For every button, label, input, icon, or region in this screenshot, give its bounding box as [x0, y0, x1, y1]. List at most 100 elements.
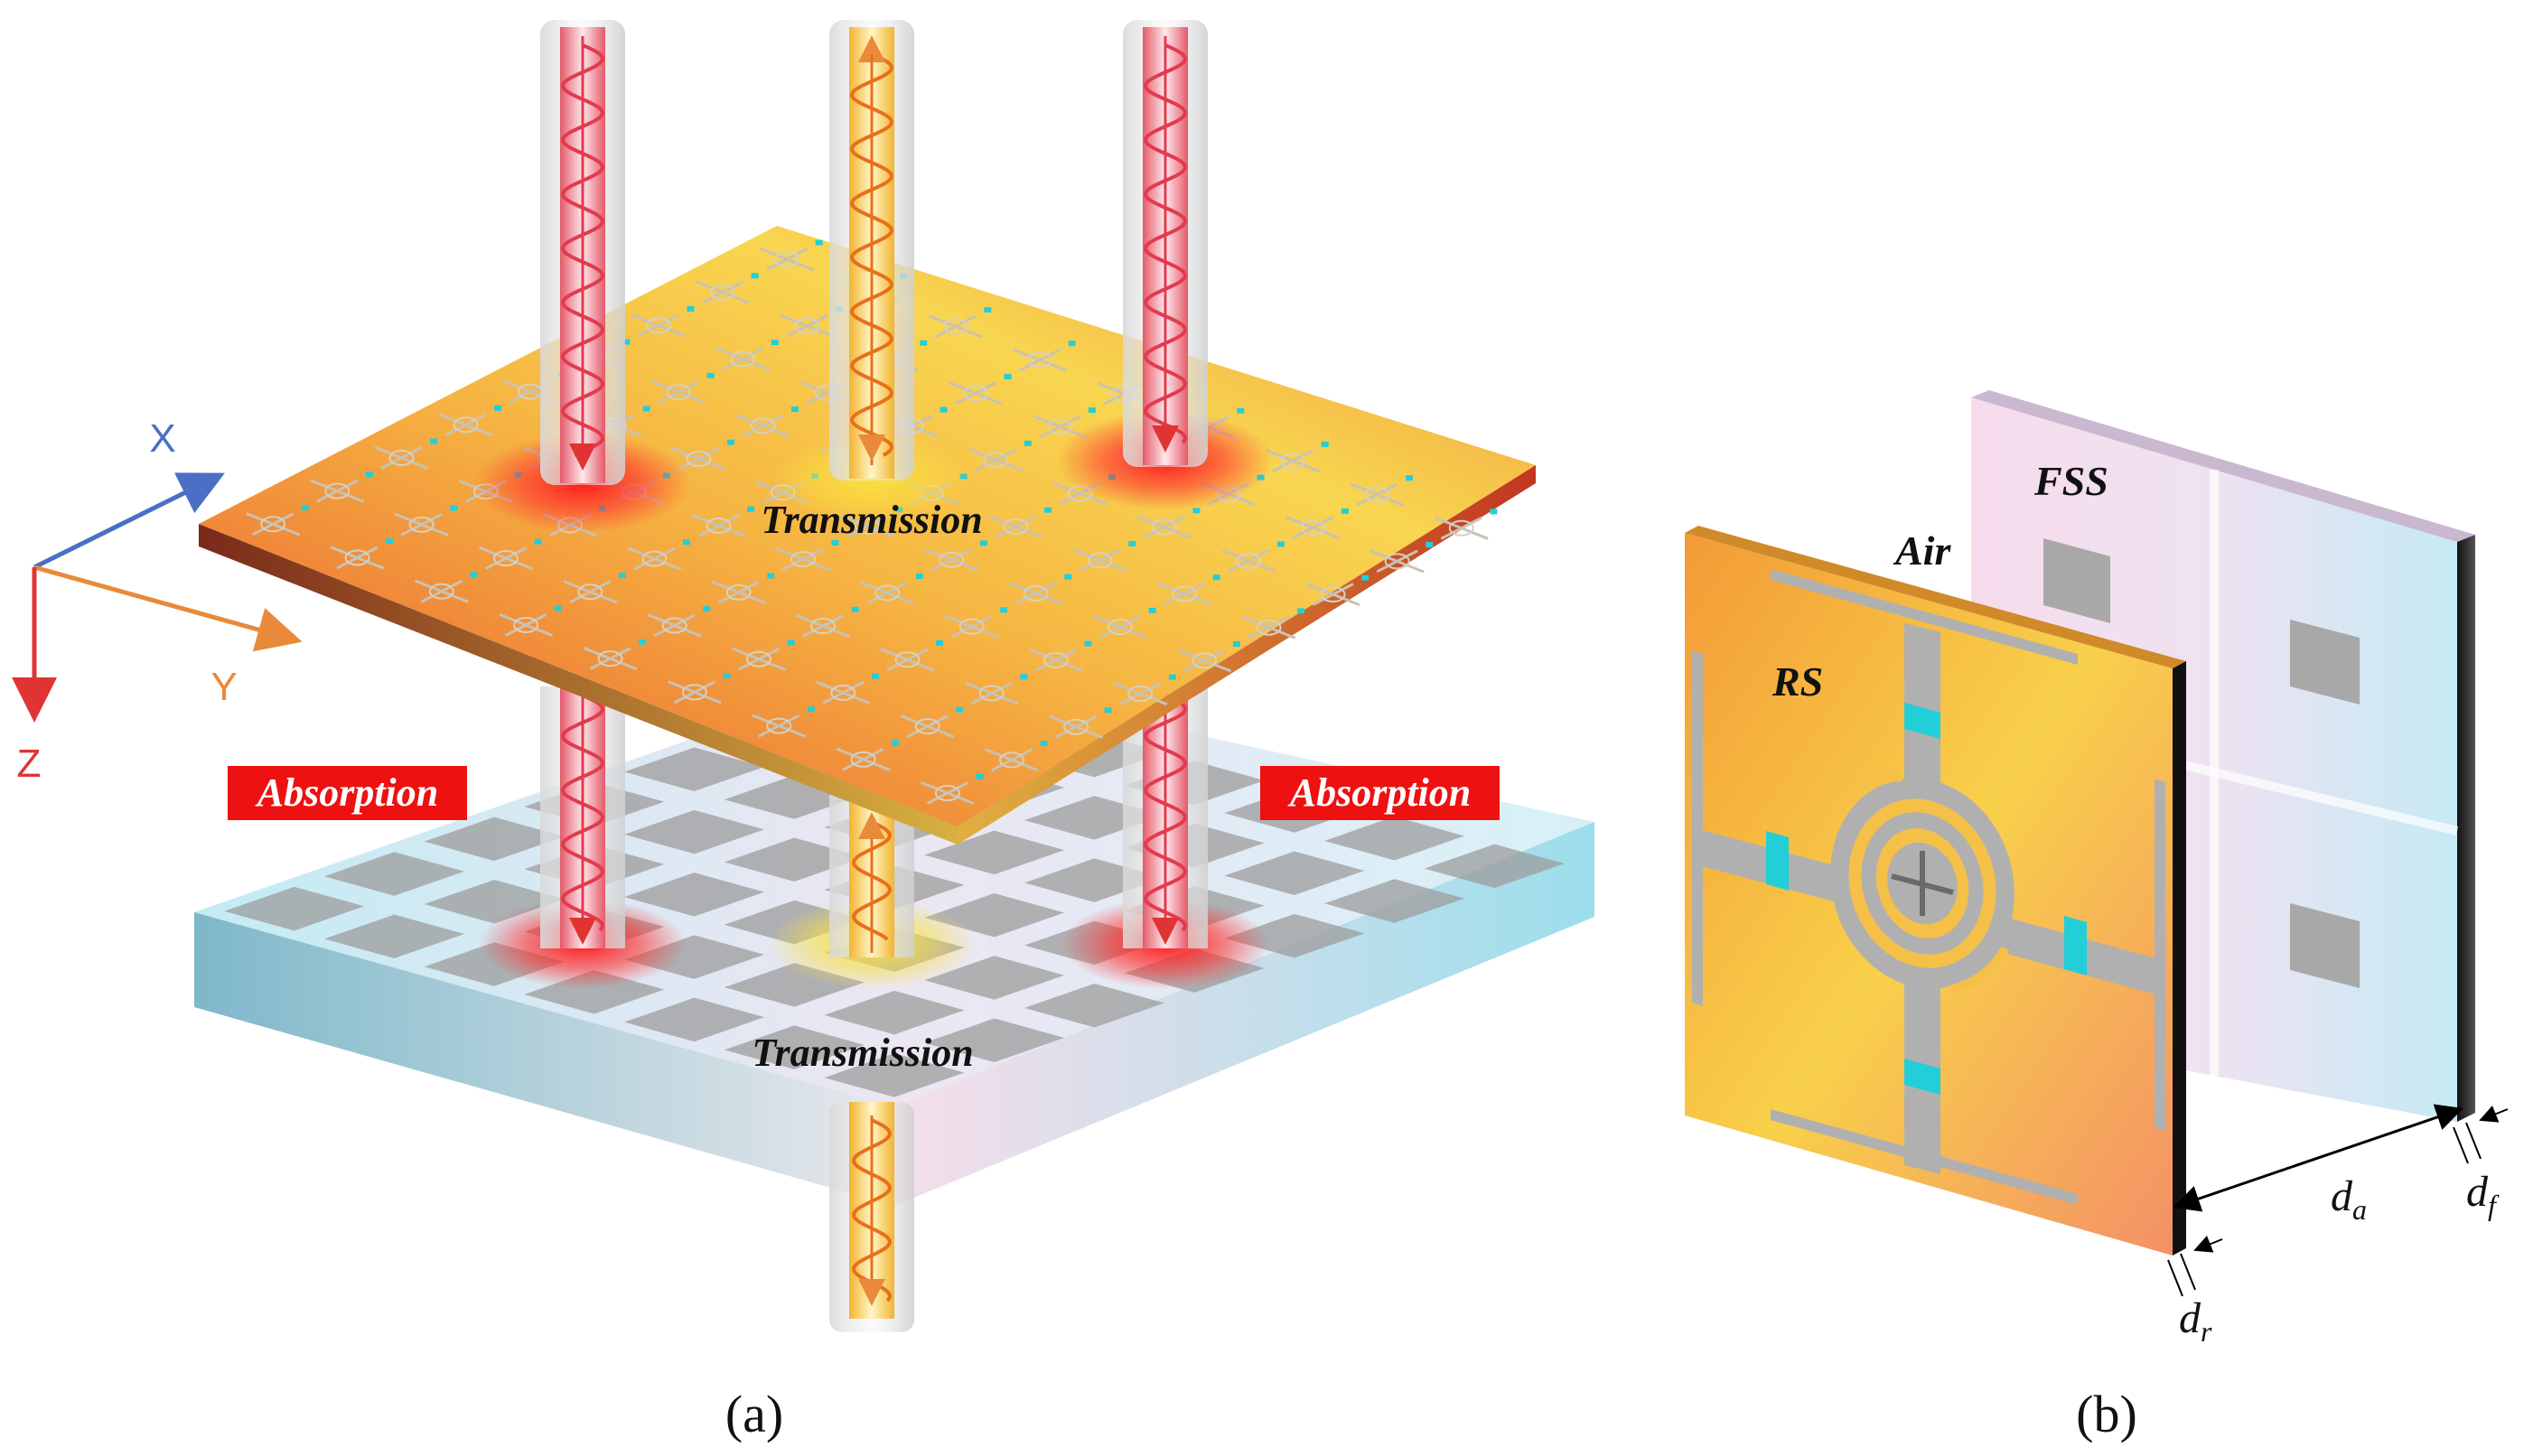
rs-cell-resonator [706, 517, 732, 534]
beam-left-upper [540, 20, 625, 485]
beam-right-upper [1123, 20, 1208, 467]
beam-middle-lower [829, 795, 914, 957]
rs-cell-resistor [1192, 508, 1201, 514]
rs-cell-resistor [703, 606, 711, 612]
fss-patch-1 [2043, 538, 2110, 623]
rs-cell-slot [499, 612, 554, 638]
rs-cell-resistor [642, 406, 650, 412]
rs-cell-resistor [534, 538, 542, 545]
rs-cell-slot [1266, 449, 1321, 473]
rs-cell-resonator [1236, 552, 1262, 569]
rs-cell-resistor [1064, 574, 1072, 580]
rs-cell-resistor [1426, 542, 1434, 548]
rs-cell-resistor [386, 538, 394, 545]
rs-cell-slot [310, 479, 365, 503]
air-label: Air [1893, 527, 1951, 574]
rs-t-bottom [1771, 1109, 2078, 1205]
rs-cell-slot [1049, 714, 1104, 739]
absorption-label-right: Absorption [1287, 770, 1472, 815]
rs-cell-resonator [661, 617, 687, 634]
rs-cell-resonator [725, 583, 752, 601]
rs-cell-slot [1052, 481, 1108, 506]
rs-cell-resonator [1087, 552, 1113, 569]
rs-label: RS [1771, 658, 1823, 705]
rs-cell-resistor [1024, 440, 1032, 446]
rs-cell-resonator [681, 684, 707, 701]
rs-cell-resistor [1068, 341, 1076, 347]
rs-cell-slot [1136, 515, 1192, 539]
rs-cell-resistor [787, 639, 795, 646]
rs-cell-slot [671, 446, 726, 471]
rs-cell-resistor [815, 239, 823, 246]
fss-patch-3 [2290, 903, 2360, 988]
rs-cell-resistor [1044, 507, 1052, 513]
rs-cell-resistor [1040, 741, 1048, 747]
rs-cell-resonator [1320, 586, 1346, 603]
fss-patch [624, 747, 765, 792]
rs-cell-resonator [428, 583, 454, 600]
rs-cell-resonator [810, 618, 837, 635]
rs-cell-resistor [956, 706, 964, 713]
fss-patch [323, 852, 464, 896]
rs-cell-slot [735, 414, 790, 438]
fss-patch [924, 830, 1065, 875]
rs-cell-resonator [408, 516, 435, 533]
rs-cell-resistor [622, 339, 631, 345]
rs-cell-resonator [1108, 619, 1133, 636]
rs-cell-slot [900, 714, 955, 739]
rs-cell-slot [583, 647, 638, 671]
fss-patch [1224, 851, 1365, 896]
fss-label: FSS [2033, 458, 2108, 504]
rs-cell-grid [246, 239, 1498, 806]
rs-cell-resistor [554, 605, 562, 611]
rs-cell-slot [414, 579, 469, 603]
rs-cell-resistor [767, 573, 775, 579]
rs-cell-resonator [794, 317, 820, 334]
rs-t-right [2155, 779, 2165, 1131]
dimension-df: df [2453, 1106, 2509, 1221]
rs-cell-resonator [830, 684, 856, 701]
rs-cell-resonator [1127, 686, 1154, 703]
dim-da-sub: a [2352, 1193, 2367, 1226]
rs-cell-slot [1093, 615, 1147, 639]
rs-cell-slot [1285, 516, 1341, 540]
rs-cell-slot [1028, 648, 1083, 672]
rs-cell-resonator [1172, 585, 1198, 602]
rs-cell-resistor [791, 406, 799, 413]
rs-cell-slot [988, 514, 1043, 539]
rs-cell-resonator [388, 449, 415, 466]
rs-cell-resonator [1003, 518, 1029, 536]
dimension-da: da [2173, 1104, 2463, 1226]
fss-patch [824, 990, 965, 1035]
transmission-label-top: Transmission [761, 498, 982, 542]
fss-patch-2 [2290, 620, 2360, 705]
fss-patch [624, 873, 765, 917]
rs-cell-slot [732, 647, 786, 671]
fss-patch [624, 809, 765, 854]
rs-cell-resistor [1237, 407, 1245, 414]
rs-cell-resistor [979, 540, 987, 546]
rs-cell-slot [1241, 615, 1296, 639]
rs-cell-slot [1013, 348, 1068, 372]
beam-left-lower [540, 686, 625, 948]
rs-cell-resonator [750, 417, 776, 434]
beam-middle-bottom [829, 1102, 914, 1332]
rs-cell-slot [1370, 549, 1425, 574]
rs-cell-resistor [1341, 508, 1349, 514]
rs-cell-resistor [1406, 475, 1413, 481]
dim-dr-base: d [2179, 1294, 2201, 1342]
rs-cell-slot [394, 512, 449, 537]
rs-cell-resonator [894, 651, 921, 668]
rs-cell-slot [330, 546, 385, 570]
rs-cell-slot [438, 413, 493, 437]
fss-patch [1324, 816, 1465, 861]
dim-da-base: d [2331, 1172, 2353, 1220]
fss-patch [924, 1018, 1065, 1063]
rs-cell-resonator [1151, 518, 1177, 536]
fss-patch [824, 1053, 965, 1097]
panel-a: Transmission Transmission Absorption Abs… [12, 20, 1594, 1443]
rs-t-top [1771, 569, 2078, 665]
rs-cell-resistor [1084, 640, 1092, 647]
rs-cell-slot [246, 512, 301, 537]
dim-dr-sub: r [2201, 1315, 2212, 1348]
